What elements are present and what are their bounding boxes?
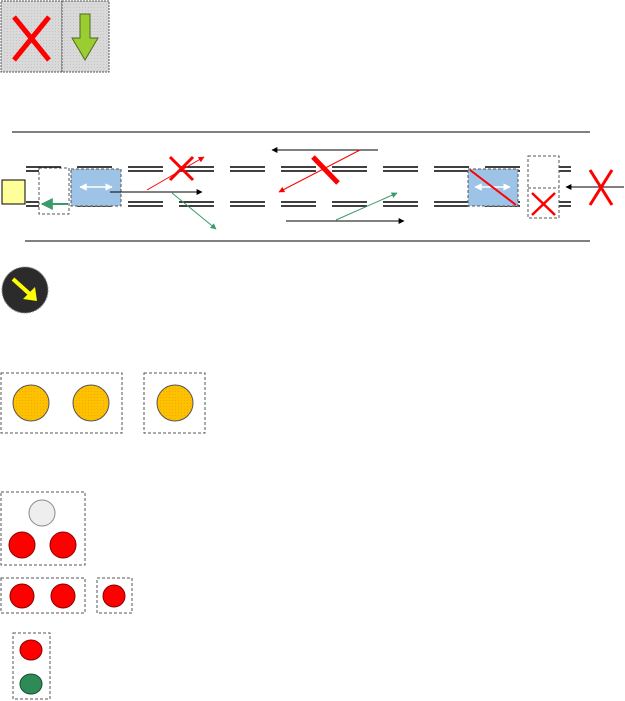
white-and-red-lamp-group bbox=[0, 491, 86, 566]
red-cross-small-1 bbox=[168, 155, 195, 182]
red-x-small-icon bbox=[531, 192, 556, 216]
red-lamp-icon bbox=[102, 584, 126, 608]
red-slash-icon bbox=[469, 169, 517, 206]
yellow-diagonal-arrow-icon bbox=[1, 266, 49, 314]
forbidden-lane-change-arrow-2 bbox=[278, 149, 361, 193]
red-green-signal bbox=[12, 632, 51, 700]
red-lamp-single bbox=[96, 577, 133, 614]
red-lamp-icon bbox=[8, 531, 36, 559]
amber-lamp-icon bbox=[12, 384, 50, 422]
lane-control-signal bbox=[0, 0, 110, 73]
red-lamp-icon bbox=[49, 531, 77, 559]
amber-lamp-icon bbox=[72, 384, 110, 422]
roadway-diagram bbox=[1, 131, 624, 242]
amber-lamp-icon bbox=[156, 384, 194, 422]
yellow-marker bbox=[1, 179, 26, 205]
amber-flasher-pair bbox=[0, 372, 123, 434]
green-down-arrow-icon bbox=[71, 13, 99, 61]
red-lamp-pair bbox=[0, 577, 86, 614]
red-lamp-icon bbox=[19, 639, 43, 661]
red-lamp-icon bbox=[50, 583, 76, 609]
red-lamp-icon bbox=[9, 583, 35, 609]
allowed-lane-change-arrow-2 bbox=[335, 192, 398, 221]
signal-gantry-left bbox=[38, 167, 70, 215]
green-lamp-icon bbox=[19, 673, 43, 695]
red-bar-cross-2 bbox=[311, 155, 340, 185]
amber-flasher-single bbox=[143, 372, 206, 434]
red-x-large-icon bbox=[588, 169, 614, 206]
allowed-lane-change-arrow-1 bbox=[171, 192, 217, 230]
signal-gantry-right bbox=[527, 155, 560, 219]
red-x-icon bbox=[12, 15, 51, 62]
white-lamp-icon bbox=[28, 499, 56, 527]
